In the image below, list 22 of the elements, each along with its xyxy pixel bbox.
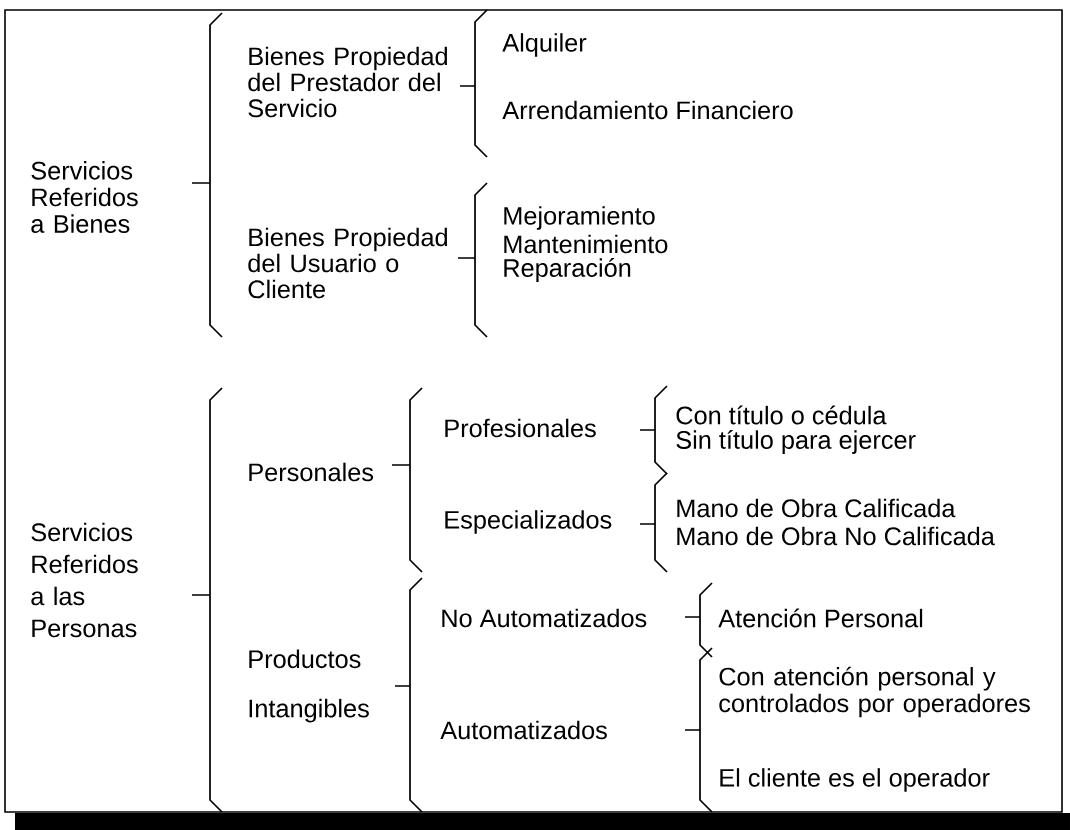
label: Mejoramiento	[504, 206, 655, 230]
label: Con título o cédula	[676, 405, 887, 425]
label: Mantenimiento	[504, 234, 668, 254]
label: Personales	[249, 462, 374, 482]
label: Arrendamiento Financiero	[502, 100, 793, 120]
label: Mano de Obra No Calificada	[677, 526, 995, 546]
label: Bienes Propiedad del Usuario o Cliente	[248, 227, 447, 299]
label: Con atención personal y controlados por operadores	[719, 666, 1030, 718]
label: Alquiler	[502, 33, 587, 57]
label: No Automatizados	[442, 608, 647, 628]
label: Sin título para ejercer	[676, 430, 916, 454]
label: Especializados	[445, 510, 612, 534]
label: Reparación	[504, 258, 631, 282]
label: Mano de Obra Calificada	[677, 498, 956, 518]
label: Servicios Referidos a Bienes	[31, 161, 138, 233]
label: Productos Intangibles	[249, 649, 369, 723]
label: Bienes Propiedad del Prestador del Servicio	[248, 46, 447, 118]
label: Servicios Referidos a las Personas	[31, 522, 138, 638]
label: Profesionales	[445, 418, 596, 438]
label: Automatizados	[440, 720, 607, 740]
label: El cliente es el operador	[720, 768, 990, 792]
label: Atención Personal	[718, 608, 923, 628]
